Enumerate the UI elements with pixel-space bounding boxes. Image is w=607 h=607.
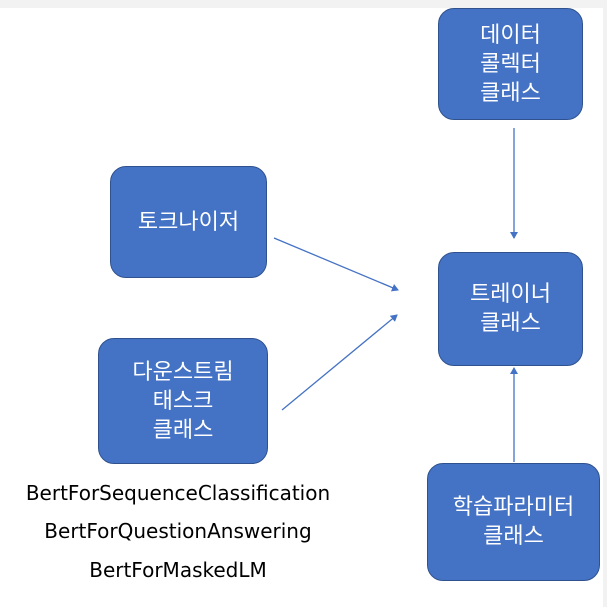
trainer-class-box: 트레이너 클래스 <box>438 252 583 366</box>
arrow-tokenizer-to-trainer <box>273 237 399 292</box>
downstream-task-class-box: 다운스트림 태스크 클래스 <box>98 338 268 464</box>
box-label-line: 클래스 <box>480 80 541 106</box>
box-label-line: 트레이너 <box>470 282 551 307</box>
box-label-line: 클래스 <box>152 417 214 443</box>
box-label-line: 데이터 <box>480 22 541 48</box>
box-label-line: 콜렉터 <box>480 51 541 77</box>
downstream-model-name: BertForQuestionAnswering <box>44 519 312 543</box>
box-label-line: 클래스 <box>480 311 541 336</box>
arrow-downstream-task-to-trainer <box>281 314 398 411</box>
tokenizer-box: 토크나이저 <box>110 166 267 278</box>
downstream-model-name: BertForMaskedLM <box>89 558 267 582</box>
data-collator-class-box: 데이터 콜렉터 클래스 <box>438 8 583 120</box>
box-label-line: 태스크 <box>152 388 214 414</box>
hyperparameters-class-box: 학습파라미터 클래스 <box>427 463 600 581</box>
box-label-line: 학습파라미터 <box>452 495 575 520</box>
box-label-line: 다운스트림 <box>132 359 234 385</box>
top-edge-strip <box>0 0 607 8</box>
downstream-model-name: BertForSequenceClassification <box>25 481 331 505</box>
box-label-line: 클래스 <box>483 524 544 549</box>
right-edge-strip <box>603 0 607 607</box>
box-label-line: 토크나이저 <box>137 209 240 235</box>
